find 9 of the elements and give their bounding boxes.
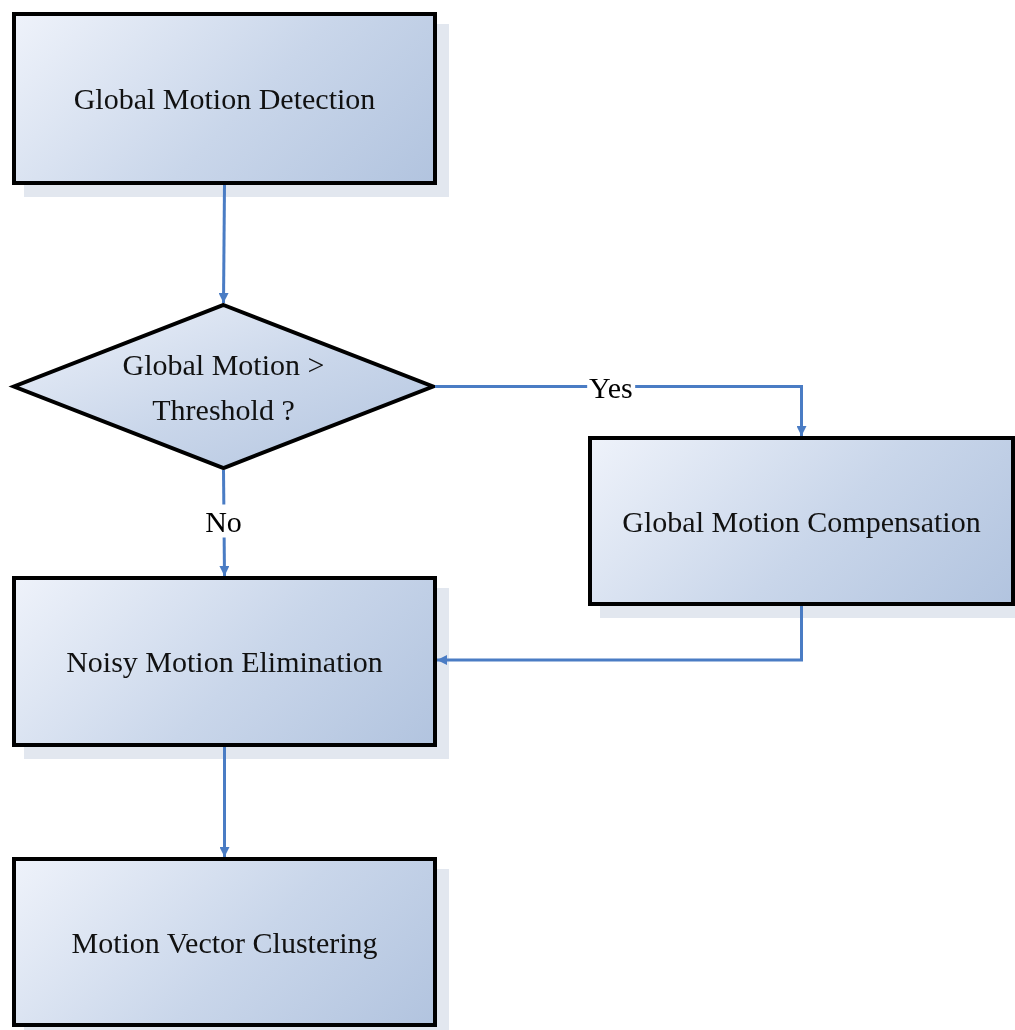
edge-label: No <box>203 504 244 538</box>
process-text: Global Motion Detection <box>72 81 377 117</box>
process-text: Noisy Motion Elimination <box>65 644 384 680</box>
arrow <box>218 185 229 303</box>
process-text: Global Motion Compensation <box>621 503 982 540</box>
arrow <box>435 385 807 436</box>
arrow <box>437 606 803 665</box>
process-text: Motion Vector Clustering <box>70 924 379 961</box>
arrow <box>219 747 230 857</box>
